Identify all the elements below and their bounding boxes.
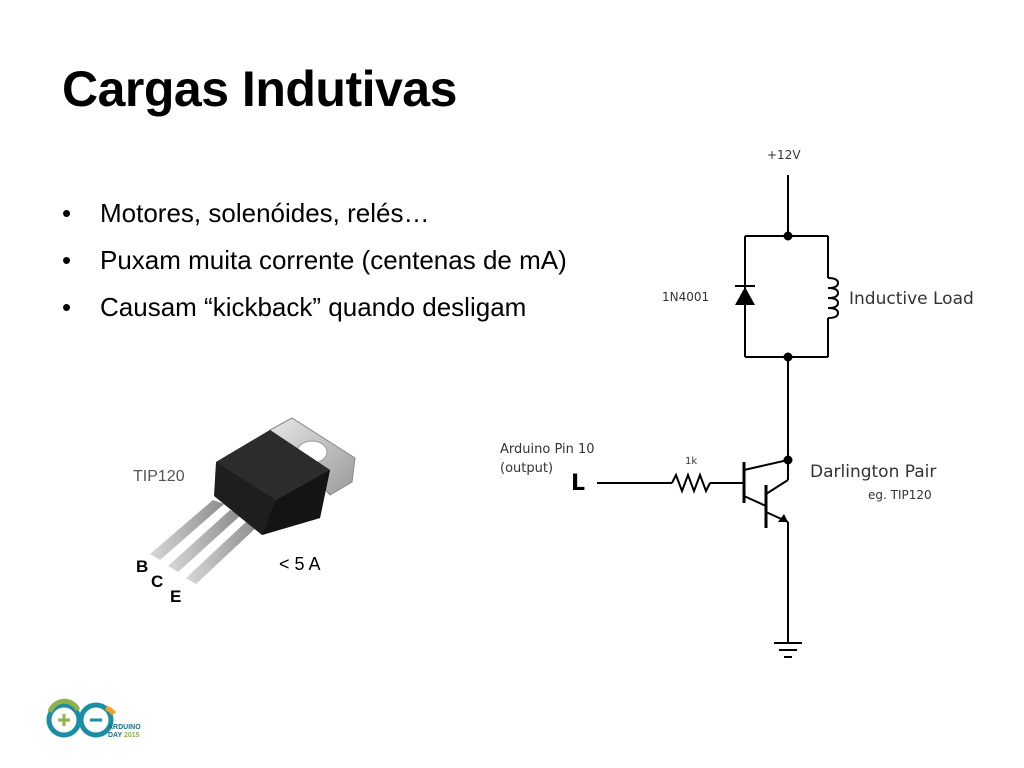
bullet-text: Motores, solenóides, relés… bbox=[100, 198, 430, 228]
pin-e-label: E bbox=[170, 587, 182, 606]
logo-line1: ARDUINO bbox=[108, 724, 141, 731]
leg-e bbox=[186, 520, 259, 584]
transistor-part-label: TIP120 bbox=[133, 468, 185, 485]
bullet-text: Causam “kickback” quando desligam bbox=[100, 292, 527, 322]
bullet-dot: • bbox=[62, 198, 72, 228]
transistor-name-label: Darlington Pair bbox=[810, 462, 937, 482]
input-sublabel: (output) bbox=[500, 461, 554, 476]
logo-line2: DAY bbox=[108, 732, 123, 739]
junction-dot bbox=[783, 231, 793, 241]
bullet-item: • Motores, solenóides, relés… bbox=[62, 190, 567, 237]
logo-year: 2015 bbox=[123, 732, 140, 739]
bullet-item: • Causam “kickback” quando desligam bbox=[62, 284, 567, 331]
plus-icon bbox=[58, 714, 70, 726]
leg-b bbox=[150, 500, 224, 560]
emitter-arrow bbox=[778, 514, 788, 522]
bullet-dot: • bbox=[62, 292, 72, 322]
pin-b-label: B bbox=[136, 557, 149, 576]
transistor-example-label: eg. TIP120 bbox=[868, 488, 932, 502]
leg-c bbox=[168, 510, 241, 572]
bullet-text: Puxam muita corrente (centenas de mA) bbox=[100, 245, 567, 275]
bullet-item: • Puxam muita corrente (centenas de mA) bbox=[62, 237, 567, 284]
slide-title: Cargas Indutivas bbox=[62, 61, 457, 117]
resistor-label: 1k bbox=[685, 456, 698, 467]
bullet-list: • Motores, solenóides, relés… • Puxam muit… bbox=[62, 190, 567, 331]
diode-label: 1N4001 bbox=[662, 290, 710, 304]
bullet-dot: • bbox=[62, 245, 72, 275]
logo-text: ARDUINO DAY 2015 bbox=[108, 724, 141, 740]
load-label: Inductive Load bbox=[849, 289, 974, 309]
resistor-symbol bbox=[671, 472, 711, 494]
supply-label: +12V bbox=[767, 148, 801, 162]
pin-c-label: C bbox=[151, 572, 164, 591]
input-label: Arduino Pin 10 bbox=[500, 442, 595, 457]
input-symbol: L bbox=[571, 471, 586, 496]
inductor-symbol bbox=[827, 277, 840, 319]
diode-symbol bbox=[735, 287, 755, 305]
current-limit-label: < 5 A bbox=[279, 554, 321, 574]
